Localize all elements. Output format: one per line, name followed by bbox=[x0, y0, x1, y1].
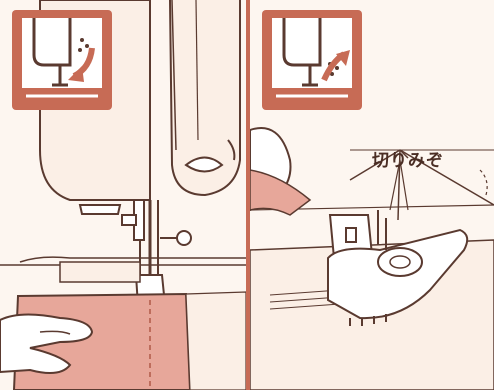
needle-down-arrow-icon bbox=[12, 10, 112, 110]
thread-cutter-label: 切りみぞ bbox=[372, 146, 444, 171]
step-one-illustration bbox=[0, 0, 246, 390]
step-two-illustration bbox=[250, 0, 494, 390]
needle-up-arrow-icon bbox=[262, 10, 362, 110]
